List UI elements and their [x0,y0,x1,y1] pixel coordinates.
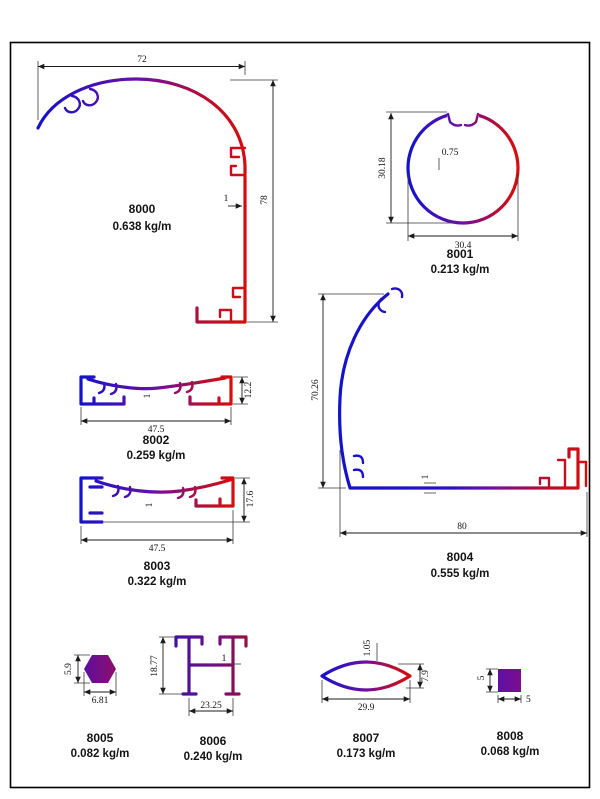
profile-8000-id: 8000 [129,202,156,216]
dim-8001-width-ext [407,173,519,241]
profile-8005-weight: 0.082 kg/m [71,748,130,760]
profile-8000-clips-right [229,146,247,177]
dim-8003-height-ext [104,477,250,523]
profile-8004-weight: 0.555 kg/m [431,568,490,580]
dim-8008-height-label: 5 [477,675,487,680]
dim-8003-thickness-label: 1 [145,502,155,507]
profile-8005: 5.9 6.81 8005 0.082 kg/m [64,654,130,760]
profile-8004-outline [338,292,580,490]
profile-8004: 70.26 1 80 8004 0.555 kg/m [311,287,588,580]
dim-8000-height-ext [230,79,278,323]
profile-8004-id: 8004 [447,550,474,564]
dim-8003-width-ext [80,510,234,544]
dim-8002-thickness-label: 1 [143,393,153,398]
profile-8005-hexagon [84,655,116,683]
dim-8000-width-ext [37,61,246,120]
profile-8006-outline [174,635,248,696]
profile-8008-square [498,669,521,692]
profile-8007: 1.05 7.9 29.9 8007 0.173 kg/m [320,639,431,760]
profile-8000: 72 78 1 8000 0.638 kg/m [36,55,278,324]
profile-8008-weight: 0.068 kg/m [481,746,540,758]
dim-8004-width-label: 80 [457,522,467,532]
profile-8007-weight: 0.173 kg/m [337,748,396,760]
profile-8008-id: 8008 [497,729,524,743]
profile-8003-outline [79,476,235,524]
page-frame [9,41,591,789]
dim-8001-thickness-label: 0.75 [442,148,459,158]
profile-8006-id: 8006 [200,734,227,748]
profile-8001: 0.75 30.18 30.4 8001 0.213 kg/m [378,106,520,276]
profile-8008: 5 5 8008 0.068 kg/m [477,668,540,758]
dim-8007-width-label: 29.9 [358,703,375,713]
profile-8001-notch [446,112,480,127]
profile-8001-id: 8001 [447,247,474,261]
dim-8001-height-ext [386,111,455,224]
dim-8008-width-label: 5 [526,695,531,705]
dim-8008-height-ext [486,668,498,693]
dim-8007-thickness-label: 1.05 [363,639,373,656]
dim-8003-height-label: 17.6 [246,490,256,507]
dim-8002-width-label: 47.5 [148,425,165,435]
profile-8002-weight: 0.259 kg/m [127,450,186,462]
dim-8001-height-label: 30.18 [378,157,388,179]
dim-8005-height-label: 5.9 [64,663,74,675]
profile-8003-id: 8003 [144,559,171,573]
dim-8000-height-label: 78 [260,195,270,205]
profile-8004-bracket-right [556,458,588,490]
dim-8006-width-label: 23.25 [200,701,222,711]
dim-8001-width-label: 30.4 [455,241,472,251]
dim-8007-height-label: 7.9 [421,670,431,682]
dim-8006-height-label: 18.77 [150,655,160,677]
dim-8004-height-ext [318,293,384,489]
profile-8000-clips-bottom [218,286,247,324]
profile-8003: 17.6 1 47.5 8003 0.322 kg/m [79,476,256,588]
dim-8000-thickness-label: 1 [224,194,229,204]
profile-8005-id: 8005 [87,731,114,745]
dim-8004-thickness-ticks [424,482,436,494]
dim-8003-width-label: 47.5 [149,544,166,554]
profile-8004-clip-top [377,287,404,314]
profile-8000-weight: 0.638 kg/m [113,221,172,233]
profile-8006: 1 18.77 23.25 8006 0.240 kg/m [150,635,248,763]
profile-8002-id: 8002 [143,433,170,447]
dim-8005-width-label: 6.81 [92,696,109,706]
dim-8000-width-label: 72 [137,55,147,65]
profile-8007-id: 8007 [353,731,380,745]
dim-8004-height-label: 70.26 [311,379,321,401]
profile-8001-notch-gap [447,106,479,120]
profile-8001-outline [406,111,520,225]
profile-8001-weight: 0.213 kg/m [431,264,490,276]
profile-8007-outline [320,660,412,692]
profile-8006-weight: 0.240 kg/m [184,751,243,763]
profile-8003-weight: 0.322 kg/m [128,576,187,588]
dim-8002-width-ext [80,407,232,425]
profile-8000-outline [36,77,247,324]
profile-8000-clips-top [63,87,99,114]
profile-8002: 12.2 1 47.5 8002 0.259 kg/m [79,375,254,462]
dim-8004-thickness-label: 1 [421,474,431,479]
dim-8006-thickness-label: 1 [222,654,227,664]
profile-8002-clips [97,380,194,396]
dim-8002-height-label: 12.2 [244,381,254,398]
profile-8004-clips-bottom [352,454,551,490]
profile-8003-clips [111,484,197,500]
dim-8004-width-ext [339,450,588,537]
profile-8002-outline [79,375,233,406]
